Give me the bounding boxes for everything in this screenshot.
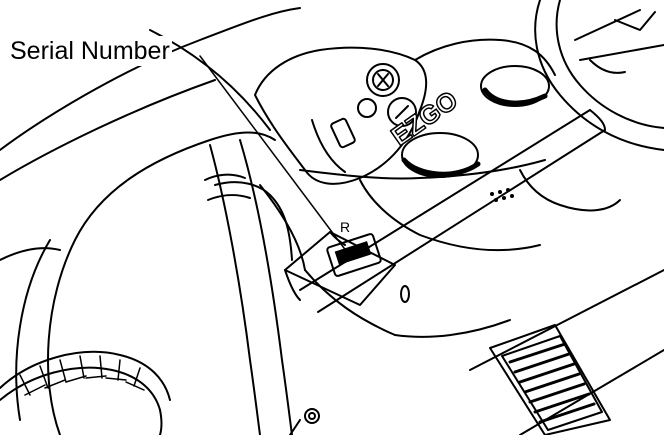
front-strut — [204, 139, 293, 435]
oval-detail — [400, 285, 410, 303]
dashboard — [259, 38, 621, 336]
front-tire — [0, 351, 171, 435]
steering-wheel — [534, 0, 664, 151]
accelerator-pedal — [489, 324, 611, 435]
body-panel — [0, 7, 301, 435]
steering-column — [299, 109, 606, 313]
serial-number-callout: Serial Number — [8, 36, 172, 66]
shifter-r-marker: R — [340, 219, 350, 235]
shifter-housing: R — [284, 219, 396, 306]
bolt — [289, 408, 320, 435]
callout-leader-line — [199, 55, 348, 253]
callout-leader-dot — [344, 249, 350, 255]
